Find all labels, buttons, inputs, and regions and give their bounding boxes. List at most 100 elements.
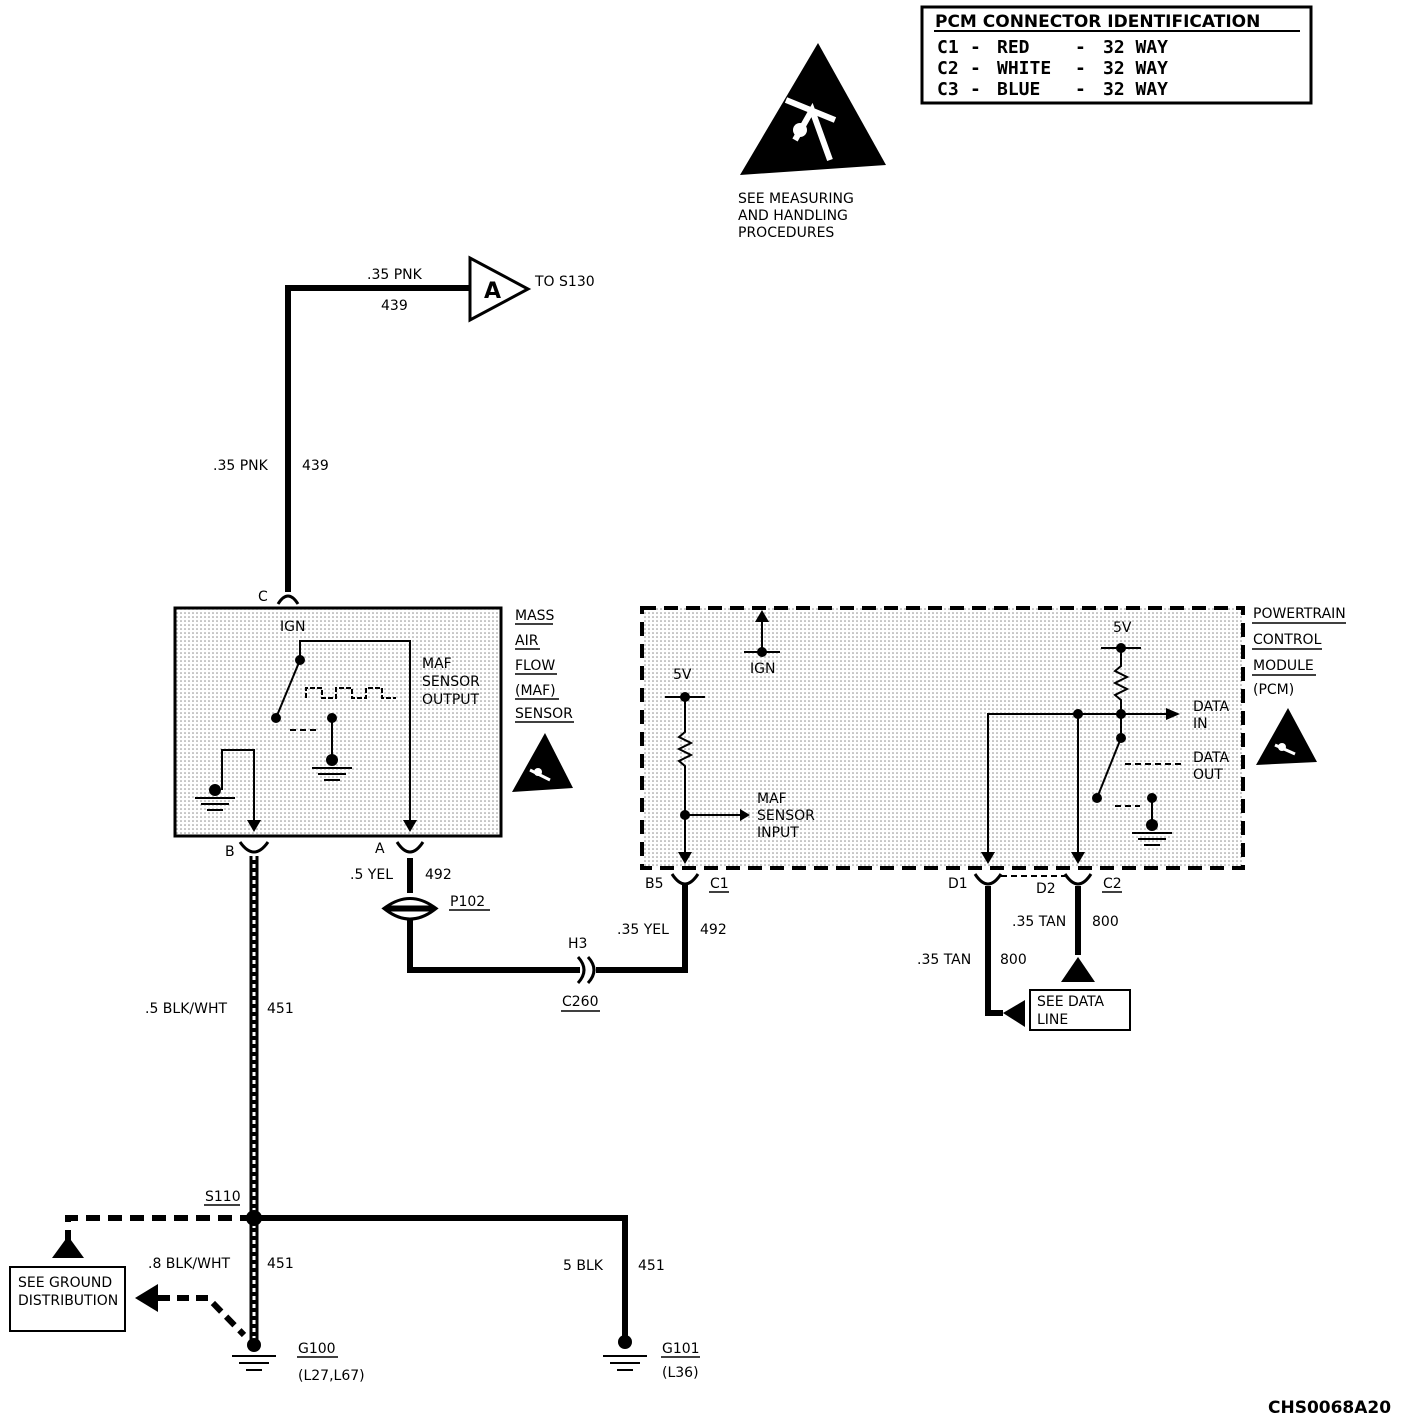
connector-id: C1	[937, 37, 959, 58]
wire-gauge-label: 5 BLK	[563, 1258, 604, 1274]
connector-row-c3: C3 - BLUE - 32 WAY	[937, 79, 1168, 100]
wire-ground-dist	[65, 1215, 254, 1240]
dash: -	[970, 58, 981, 79]
wire-gauge-label: .8 BLK/WHT	[148, 1256, 230, 1272]
maf-sensor-box: C IGN MAF SENSOR OUTPUT	[173, 589, 503, 838]
pcm-title-line: CONTROL	[1253, 632, 1322, 648]
wire-gauge-label: .35 YEL	[617, 922, 669, 938]
wire-gauge-label: .5 YEL	[350, 867, 393, 883]
pcm-pin-d1: D1	[948, 876, 968, 892]
connector-id: C2	[937, 58, 959, 79]
pcm-5v-left-label: 5V	[673, 667, 692, 683]
wire-gauge-label: .35 TAN	[1012, 914, 1066, 930]
wire-gauge-label: .5 BLK/WHT	[145, 1001, 227, 1017]
pcm-data-in-line: DATA	[1193, 699, 1229, 715]
esd-small-icon	[1256, 708, 1317, 765]
connector-c260-label: C260	[562, 994, 599, 1010]
wire-492-lower	[407, 920, 580, 973]
wire-gauge-label: .35 TAN	[917, 952, 971, 968]
maf-title-line: MASS	[515, 608, 555, 624]
data-line-note-line: LINE	[1037, 1012, 1068, 1028]
maf-pin-c: C	[258, 589, 268, 605]
maf-pin-b: B	[225, 844, 235, 860]
connector-ways: 32 WAY	[1103, 79, 1168, 100]
pcm-data-in-line: IN	[1193, 716, 1208, 732]
pcm-maf-input-line: INPUT	[757, 825, 799, 841]
wire-circuit-label: 451	[638, 1258, 665, 1274]
ground-g101-icon	[603, 1335, 647, 1371]
ground-dist-note-line: SEE GROUND	[18, 1275, 112, 1291]
ground-dist-note-line: DISTRIBUTION	[18, 1293, 118, 1309]
dash: -	[1075, 58, 1086, 79]
ground-g101-option: (L36)	[662, 1365, 699, 1381]
connector-ways: 32 WAY	[1103, 58, 1168, 79]
maf-pin-a: A	[375, 841, 385, 857]
pcm-data-out-line: OUT	[1193, 767, 1223, 783]
maf-title-line: FLOW	[515, 658, 555, 674]
data-line-arrow-icon	[1003, 1000, 1025, 1027]
pcm-5v-right-label: 5V	[1113, 620, 1132, 636]
ground-dist-arrow-icon	[52, 1236, 84, 1258]
connector-color: BLUE	[997, 79, 1040, 100]
connector-h3-label: H3	[568, 936, 587, 952]
wire-492-pcm-segment	[596, 885, 688, 973]
data-line-note-box	[1029, 989, 1131, 1031]
maf-ign-label: IGN	[280, 619, 305, 635]
maf-title-line: AIR	[515, 633, 539, 649]
wire-circuit-label: 439	[302, 458, 329, 474]
wire-gauge-label: .35 PNK	[213, 458, 269, 474]
pcm-maf-input-line: SENSOR	[757, 808, 815, 824]
ground-dist-note-box	[9, 1266, 126, 1332]
pcm-conn-c1: C1	[710, 876, 729, 892]
dash: -	[1075, 37, 1086, 58]
ground-g100-name: G100	[298, 1341, 336, 1357]
ref-a-destination: TO S130	[534, 274, 595, 290]
wire-ground-dist-g100	[158, 1295, 247, 1338]
connector-table-title: PCM CONNECTOR IDENTIFICATION	[935, 12, 1260, 32]
pcm-title-line: (PCM)	[1253, 682, 1294, 698]
wire-451-g101	[254, 1215, 628, 1340]
ground-g100-option: (L27,L67)	[298, 1368, 365, 1384]
wire-439	[285, 285, 470, 592]
ground-dist-pointer-icon	[135, 1284, 158, 1312]
pcm-maf-input-line: MAF	[757, 791, 787, 807]
pcm-title-line: MODULE	[1253, 658, 1314, 674]
esd-warning-icon	[740, 43, 886, 175]
wire-gauge-label: .35 PNK	[367, 267, 423, 283]
connector-p102-icon	[381, 897, 439, 921]
maf-output-line: SENSOR	[422, 674, 480, 690]
wire-circuit-label: 800	[1000, 952, 1027, 968]
data-line-note-line: SEE DATA	[1037, 994, 1105, 1010]
connector-p102-label: P102	[450, 894, 485, 910]
dash: -	[1075, 79, 1086, 100]
dash: -	[970, 79, 981, 100]
connector-row-c2: C2 - WHITE - 32 WAY	[937, 58, 1168, 79]
esd-note-line: PROCEDURES	[738, 225, 834, 241]
esd-small-icon	[512, 733, 573, 792]
data-line-arrow-icon	[1061, 957, 1095, 982]
pcm-pin-d2: D2	[1036, 881, 1056, 897]
pcm-box: IGN 5V MAF SENSOR INPUT 5V	[640, 606, 1245, 870]
pcm-title-line: POWERTRAIN	[1253, 606, 1346, 622]
connector-id-table: PCM CONNECTOR IDENTIFICATION C1 - RED - …	[920, 5, 1313, 105]
ground-g100-icon	[232, 1338, 276, 1371]
maf-title-line: SENSOR	[515, 706, 573, 722]
dash: -	[970, 37, 981, 58]
splice-s110-label: S110	[205, 1189, 241, 1205]
connector-color: RED	[997, 37, 1030, 58]
esd-note-line: AND HANDLING	[738, 208, 848, 224]
connector-c260-icon	[576, 955, 586, 985]
wire-circuit-label: 451	[267, 1001, 294, 1017]
wire-circuit-label: 492	[425, 867, 452, 883]
connector-ways: 32 WAY	[1103, 37, 1168, 58]
pcm-title: POWERTRAIN CONTROL MODULE (PCM)	[1252, 606, 1346, 698]
connector-id: C3	[937, 79, 959, 100]
esd-note-line: SEE MEASURING	[738, 191, 854, 207]
wire-800-d1	[985, 886, 1003, 1016]
pcm-data-out-line: DATA	[1193, 750, 1229, 766]
wire-circuit-label: 492	[700, 922, 727, 938]
connector-row-c1: C1 - RED - 32 WAY	[937, 37, 1168, 58]
diagram-id: CHS0068A20	[1268, 1398, 1391, 1418]
ground-g101-name: G101	[662, 1341, 700, 1357]
